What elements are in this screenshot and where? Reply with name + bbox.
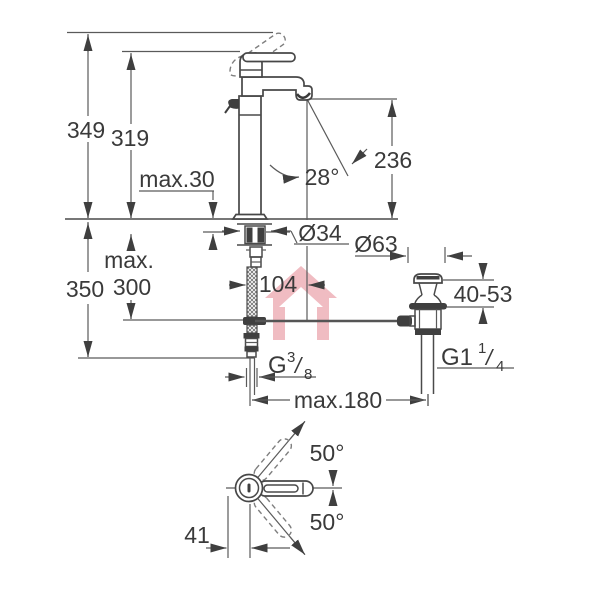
label-max300-word: max. [104, 247, 154, 273]
lever-plan [257, 480, 314, 497]
dimension-236: 236 [374, 100, 412, 218]
label-40-53: 40-53 [454, 281, 513, 307]
handle-top-view [234, 473, 314, 503]
label-max30: max.30 [139, 166, 214, 192]
faucet-spout [241, 76, 313, 101]
label-g114-base: G1 [441, 344, 473, 371]
rod-coupler [243, 317, 266, 325]
faucet-body [224, 32, 313, 220]
dimension-g114: G1 1 / 4 [437, 340, 514, 375]
pop-up-waste [409, 273, 447, 406]
mounting-shank [237, 223, 272, 268]
label-50deg-lower: 50° [310, 509, 345, 535]
label-50deg-upper: 50° [310, 440, 345, 466]
dimension-319: 319 [111, 53, 149, 218]
label-dia63: Ø63 [354, 231, 397, 257]
label-319: 319 [111, 125, 149, 151]
cartridge-inner [238, 477, 260, 499]
label-max180: max.180 [294, 387, 382, 413]
label-104: 104 [259, 271, 298, 297]
label-236: 236 [374, 147, 412, 173]
label-g38-slash: / [293, 353, 303, 378]
reference-lines [65, 31, 398, 359]
waste-flange [409, 303, 447, 310]
label-28deg: 28° [305, 164, 340, 190]
dimension-349: 349 [67, 34, 105, 218]
faucet-column [238, 95, 262, 218]
dimension-104: 104 [229, 271, 325, 297]
waste-nut [415, 329, 441, 335]
dimension-28deg: 28° [269, 148, 368, 190]
cartridge-slot [247, 483, 251, 493]
label-g114-sub: 4 [496, 358, 504, 375]
label-g114-sup: 1 [478, 340, 486, 357]
handle-lever [242, 52, 296, 63]
plan-view: 50° 50° 41 [184, 420, 345, 558]
side-view: 349 319 max.30 236 [65, 31, 514, 413]
dimension-max30: max.30 [139, 166, 218, 250]
dimension-41: 41 [184, 496, 290, 558]
pop-up-rod [255, 315, 412, 327]
dimension-350: 350 [66, 222, 104, 357]
handle-swing-lower: 50° [253, 490, 345, 556]
label-max300-value: 300 [113, 274, 151, 300]
dimension-max300: max. 300 [104, 234, 154, 319]
label-g38-base: G [268, 352, 287, 379]
label-350: 350 [66, 276, 104, 302]
label-g38-sub: 8 [304, 366, 312, 383]
label-41: 41 [184, 522, 210, 548]
dimension-max180: max.180 [252, 387, 429, 413]
label-g114-slash: / [484, 345, 494, 370]
handle-swing-upper: 50° [253, 420, 345, 486]
spout-stream-lines [306, 98, 349, 321]
dimension-dia63: Ø63 [354, 231, 472, 263]
label-349: 349 [67, 117, 105, 143]
label-g38-sup: 3 [287, 349, 295, 366]
dimension-40-53: 40-53 [443, 263, 512, 324]
dimension-g38: G 3 / 8 [225, 349, 316, 387]
label-dia34: Ø34 [298, 220, 342, 246]
aerator-tip [295, 92, 312, 100]
supply-hose [243, 266, 266, 406]
base-plate [231, 213, 269, 220]
side-clip [228, 99, 239, 109]
dimension-dia34: Ø34 [222, 220, 349, 246]
